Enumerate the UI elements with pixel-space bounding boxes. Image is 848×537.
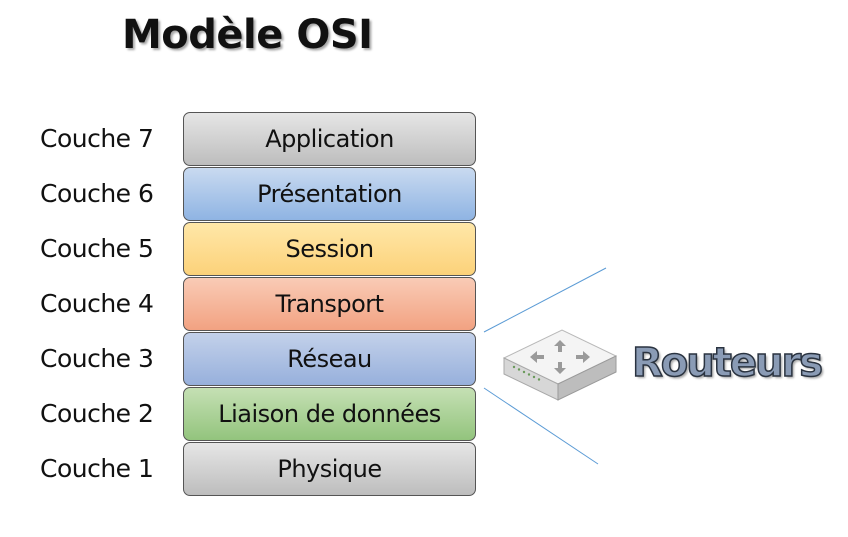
layer-number-label: Couche 2 (40, 399, 154, 428)
layer-number-label: Couche 6 (40, 179, 154, 208)
layer-number-label: Couche 5 (40, 234, 154, 263)
layer-box-presentation: Présentation (183, 167, 476, 221)
layer-row-4: Couche 4 Transport (0, 277, 480, 332)
layer-number-label: Couche 4 (40, 289, 154, 318)
layer-number-label: Couche 7 (40, 124, 154, 153)
layer-row-5: Couche 5 Session (0, 222, 480, 277)
layer-row-7: Couche 7 Application (0, 112, 480, 167)
layer-row-6: Couche 6 Présentation (0, 167, 480, 222)
layer-row-2: Couche 2 Liaison de données (0, 387, 480, 442)
layer-box-reseau: Réseau (183, 332, 476, 386)
router-icon (502, 329, 618, 401)
page-title: Modèle OSI (122, 12, 373, 58)
callout-line-upper (483, 267, 607, 333)
layer-box-application: Application (183, 112, 476, 166)
layer-box-liaison: Liaison de données (183, 387, 476, 441)
routers-label: Routeurs (631, 339, 824, 387)
layer-number-label: Couche 3 (40, 344, 154, 373)
layer-box-session: Session (183, 222, 476, 276)
layer-row-1: Couche 1 Physique (0, 442, 480, 497)
callout-line-lower (483, 387, 599, 465)
layer-number-label: Couche 1 (40, 454, 154, 483)
layer-box-physique: Physique (183, 442, 476, 496)
layer-row-3: Couche 3 Réseau (0, 332, 480, 387)
layer-box-transport: Transport (183, 277, 476, 331)
